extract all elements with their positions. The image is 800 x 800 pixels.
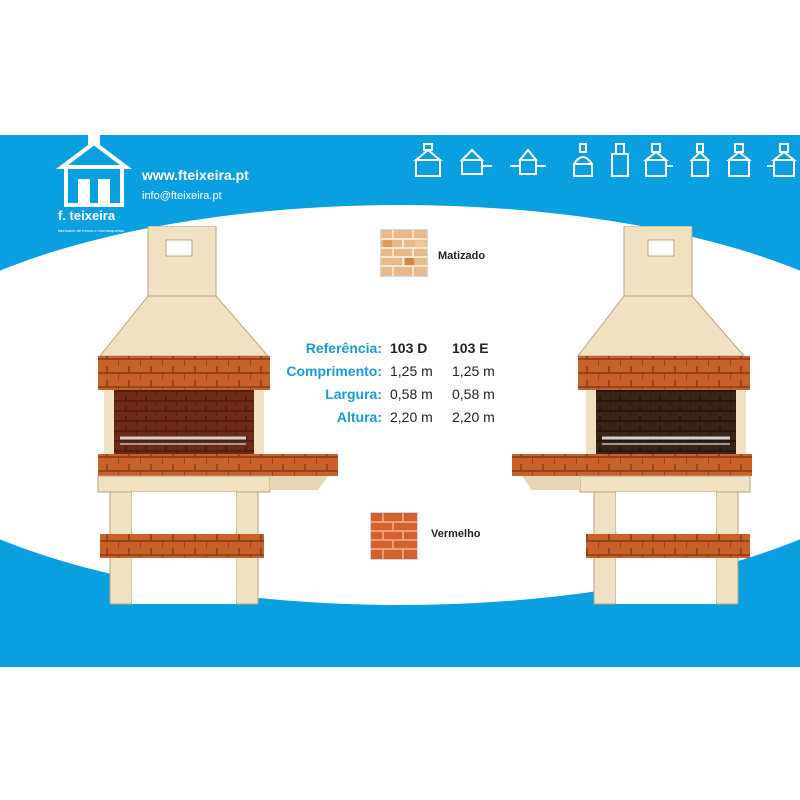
tall-grill-icon[interactable]	[688, 142, 712, 178]
fireplace-icon[interactable]	[410, 142, 446, 178]
spec-value-d: 0,58 m	[390, 385, 433, 402]
product-icons	[408, 142, 800, 180]
email-link[interactable]: info@fteixeira.pt	[142, 190, 222, 202]
spec-label: Altura:	[336, 408, 382, 425]
spec-label: Comprimento:	[286, 362, 382, 379]
chimney-icon[interactable]	[608, 142, 632, 178]
website-link[interactable]: www.fteixeira.pt	[142, 167, 249, 183]
spec-row-comprimento: Comprimento: 1,25 m 1,25 m	[270, 359, 530, 382]
grill-double-table-icon[interactable]	[508, 142, 548, 178]
spec-value-d: 1,25 m	[390, 362, 433, 379]
ref-103d: 103 D	[390, 339, 428, 356]
grill-103e-image	[512, 226, 752, 605]
grill-103d-image	[97, 226, 338, 605]
spec-value-e: 0,58 m	[452, 385, 495, 402]
oven-icon[interactable]	[568, 142, 598, 178]
spec-value-e: 1,25 m	[452, 362, 495, 379]
spec-value-d: 2,20 m	[390, 408, 433, 425]
spec-row-largura: Largura: 0,58 m 0,58 m	[270, 382, 530, 405]
grill-side-icon[interactable]	[642, 142, 674, 178]
spec-row-altura: Altura: 2,20 m 2,20 m	[270, 405, 530, 428]
swatch-vermelho-icon	[370, 512, 418, 560]
swatch-vermelho-label: Vermelho	[431, 528, 481, 540]
ref-103e: 103 E	[452, 339, 489, 356]
grill-stand-icon[interactable]	[724, 142, 754, 178]
spec-value-e: 2,20 m	[452, 408, 495, 425]
brand-name: f. teixeira	[58, 208, 116, 223]
grill-table-icon[interactable]	[458, 142, 494, 178]
specs-header-row: Referência: 103 D 103 E	[270, 336, 530, 359]
spec-label: Largura:	[325, 385, 382, 402]
company-logo	[56, 135, 132, 207]
specs-table: Referência: 103 D 103 E Comprimento: 1,2…	[270, 336, 530, 428]
grill-corner-icon[interactable]	[766, 142, 798, 178]
swatch-matizado-icon	[380, 229, 428, 277]
referencia-label: Referência:	[305, 339, 382, 356]
brand-tagline: fabricante de fornos e churrasqueiras	[58, 228, 125, 233]
swatch-matizado-label: Matizado	[438, 250, 486, 262]
